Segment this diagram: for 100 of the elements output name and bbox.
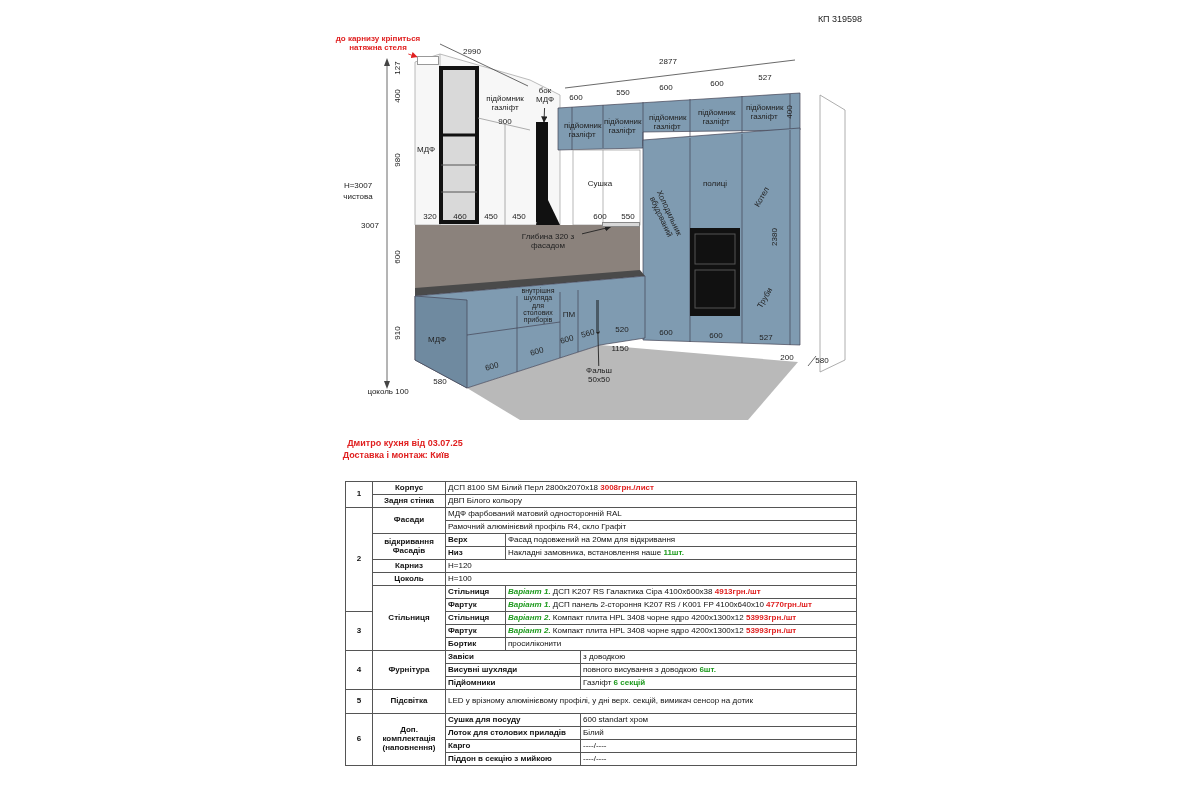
row-number: 6 [345, 713, 373, 766]
dimension-label: 127 [392, 61, 403, 75]
category-label: Задня стінка [372, 494, 446, 508]
item-label: Сушка для посуду [445, 713, 581, 727]
dimension-label: цоколь 100 [367, 386, 409, 398]
spec-value: H=100 [445, 572, 857, 586]
callout-label: Фальш 50x50 [580, 366, 618, 386]
dimension-label: 2380 [769, 228, 780, 246]
part-label: підйомник газліфт [564, 120, 600, 140]
spec-value: Варіант 2. Компакт плита HPL 3408 чорне ядро 4200x1300x12 53993грн./шт [505, 611, 857, 625]
row-number: 3 [345, 611, 373, 651]
item-label: Лоток для столових приладів [445, 726, 581, 740]
category-label: Стільниця [372, 585, 446, 651]
dimension-label: 2877 [659, 56, 677, 68]
part-label: підйомник газліфт [649, 112, 685, 132]
spec-value: ----/---- [580, 752, 857, 766]
part-label: Сушка [587, 179, 613, 189]
item-label: Висувні шухляди [445, 663, 581, 677]
dimension-label: 560 [580, 326, 596, 342]
dimension-label: 600 [569, 92, 583, 104]
dimension-label: 600 [529, 344, 545, 360]
category-label: Доп. комплектація (наповнення) [372, 713, 446, 766]
row-number: 1 [345, 481, 373, 508]
dimension-label: 580 [433, 376, 447, 388]
ceiling-note: до карнизу кріпиться натяжна стеля [328, 34, 428, 54]
dimension-label: 900 [498, 116, 512, 128]
dimension-label: 527 [758, 72, 772, 84]
row-number: 5 [345, 689, 373, 714]
part-label: підйомник газліфт [604, 116, 640, 136]
cornice [417, 56, 439, 65]
spec-value: просиліконити [505, 637, 857, 651]
spec-value: H=120 [445, 559, 857, 573]
wall-cabinet-edge [602, 222, 640, 227]
spec-value: ----/---- [580, 739, 857, 753]
spec-value: Варіант 2. Компакт плита HPL 3408 чорне ядро 4200x1300x12 53993грн./шт [505, 624, 857, 638]
spec-value: Накладні замовника, встановлення наше 11шт. [505, 546, 857, 560]
item-label: Піддон в секцію з мийкою [445, 752, 581, 766]
spec-value: 600 standart хром [580, 713, 857, 727]
category-label: Карниз [372, 559, 446, 573]
spec-value: ДСП 8100 SM Білий Перл 2800x2070x18 3008грн./лист [445, 481, 857, 495]
dimension-label: 320 [423, 211, 437, 223]
category-label: Підсвітка [372, 689, 446, 714]
dimension-label: 910 [392, 326, 403, 340]
dimension-label: 400 [392, 89, 403, 103]
false-panel [596, 300, 599, 332]
part-label: підйомник газліфт [698, 107, 734, 127]
dimension-label: 460 [453, 211, 467, 223]
item-label: Завіси [445, 650, 581, 664]
spec-value: з доводкою [580, 650, 857, 664]
item-label: Підйомники [445, 676, 581, 690]
dimension-label: 600 [710, 78, 724, 90]
item-label: Верх [445, 533, 506, 547]
part-label: підйомник газліфт [746, 102, 782, 122]
part-label: МДФ [417, 145, 435, 155]
dimension-label: 520 [615, 324, 629, 336]
dimension-label: 600 [484, 359, 500, 375]
category-label: відкривання Фасадів [372, 533, 446, 560]
dimension-label: 600 [659, 327, 673, 339]
dimension-label: 580 [815, 355, 829, 367]
dimension-label: 600 [392, 250, 403, 264]
category-label: Фурнітура [372, 650, 446, 690]
item-label: Карго [445, 739, 581, 753]
dimension-label: 600 [659, 82, 673, 94]
dimension-label: 200 [780, 352, 794, 364]
item-label: Фартук [445, 598, 506, 612]
callout-label: Глибина 320 з фасадом [514, 232, 582, 252]
item-label: Фартук [445, 624, 506, 638]
spec-value: Варіант 1. ДСП панель 2-стороння K207 RS / K001 FP 4100x640x10 4770грн./шт [505, 598, 857, 612]
part-label: МДФ [428, 335, 446, 345]
document-number: КП 319598 [817, 13, 863, 27]
part-label: чистова [343, 192, 373, 202]
dimension-label: 980 [392, 153, 403, 167]
part-label: H=3007 [343, 181, 373, 191]
spec-value: Газліфт 6 секцій [580, 676, 857, 690]
spec-value: Фасад подовжений на 20мм для відкривання [505, 533, 857, 547]
spec-value: Білий [580, 726, 857, 740]
spec-value: Рамочний алюмінієвий профіль R4, скло Графіт [445, 520, 857, 534]
dimension-label: 600 [593, 211, 607, 223]
dimension-label: 550 [621, 211, 635, 223]
order-note: Доставка і монтаж: Київ [342, 449, 450, 463]
item-label: Стільниця [445, 611, 506, 625]
item-label: Стільниця [445, 585, 506, 599]
part-label: ПМ [562, 310, 576, 320]
item-label: Бортик [445, 637, 506, 651]
dimension-label: 400 [784, 105, 795, 119]
row-number: 4 [345, 650, 373, 690]
dimension-label: 550 [616, 87, 630, 99]
dimension-label: 2990 [463, 46, 481, 58]
part-label: полиці [702, 179, 728, 189]
spec-value: ДВП Білого кольору [445, 494, 857, 508]
order-note: Дмитро кухня від 03.07.25 [347, 437, 463, 451]
category-label: Цоколь [372, 572, 446, 586]
spec-value: МДФ фарбований матовий односторонній RAL [445, 507, 857, 521]
dimension-label: 600 [709, 330, 723, 342]
dimension-label: 3007 [361, 220, 379, 232]
spec-value: Варіант 1. ДСП K207 RS Галактика Сіра 4100x600x38 4913грн./шт [505, 585, 857, 599]
callout-label: бок МДФ [530, 86, 560, 108]
dimension-label: 450 [484, 211, 498, 223]
dimension-label: 600 [559, 332, 575, 348]
category-label: Фасади [372, 507, 446, 534]
